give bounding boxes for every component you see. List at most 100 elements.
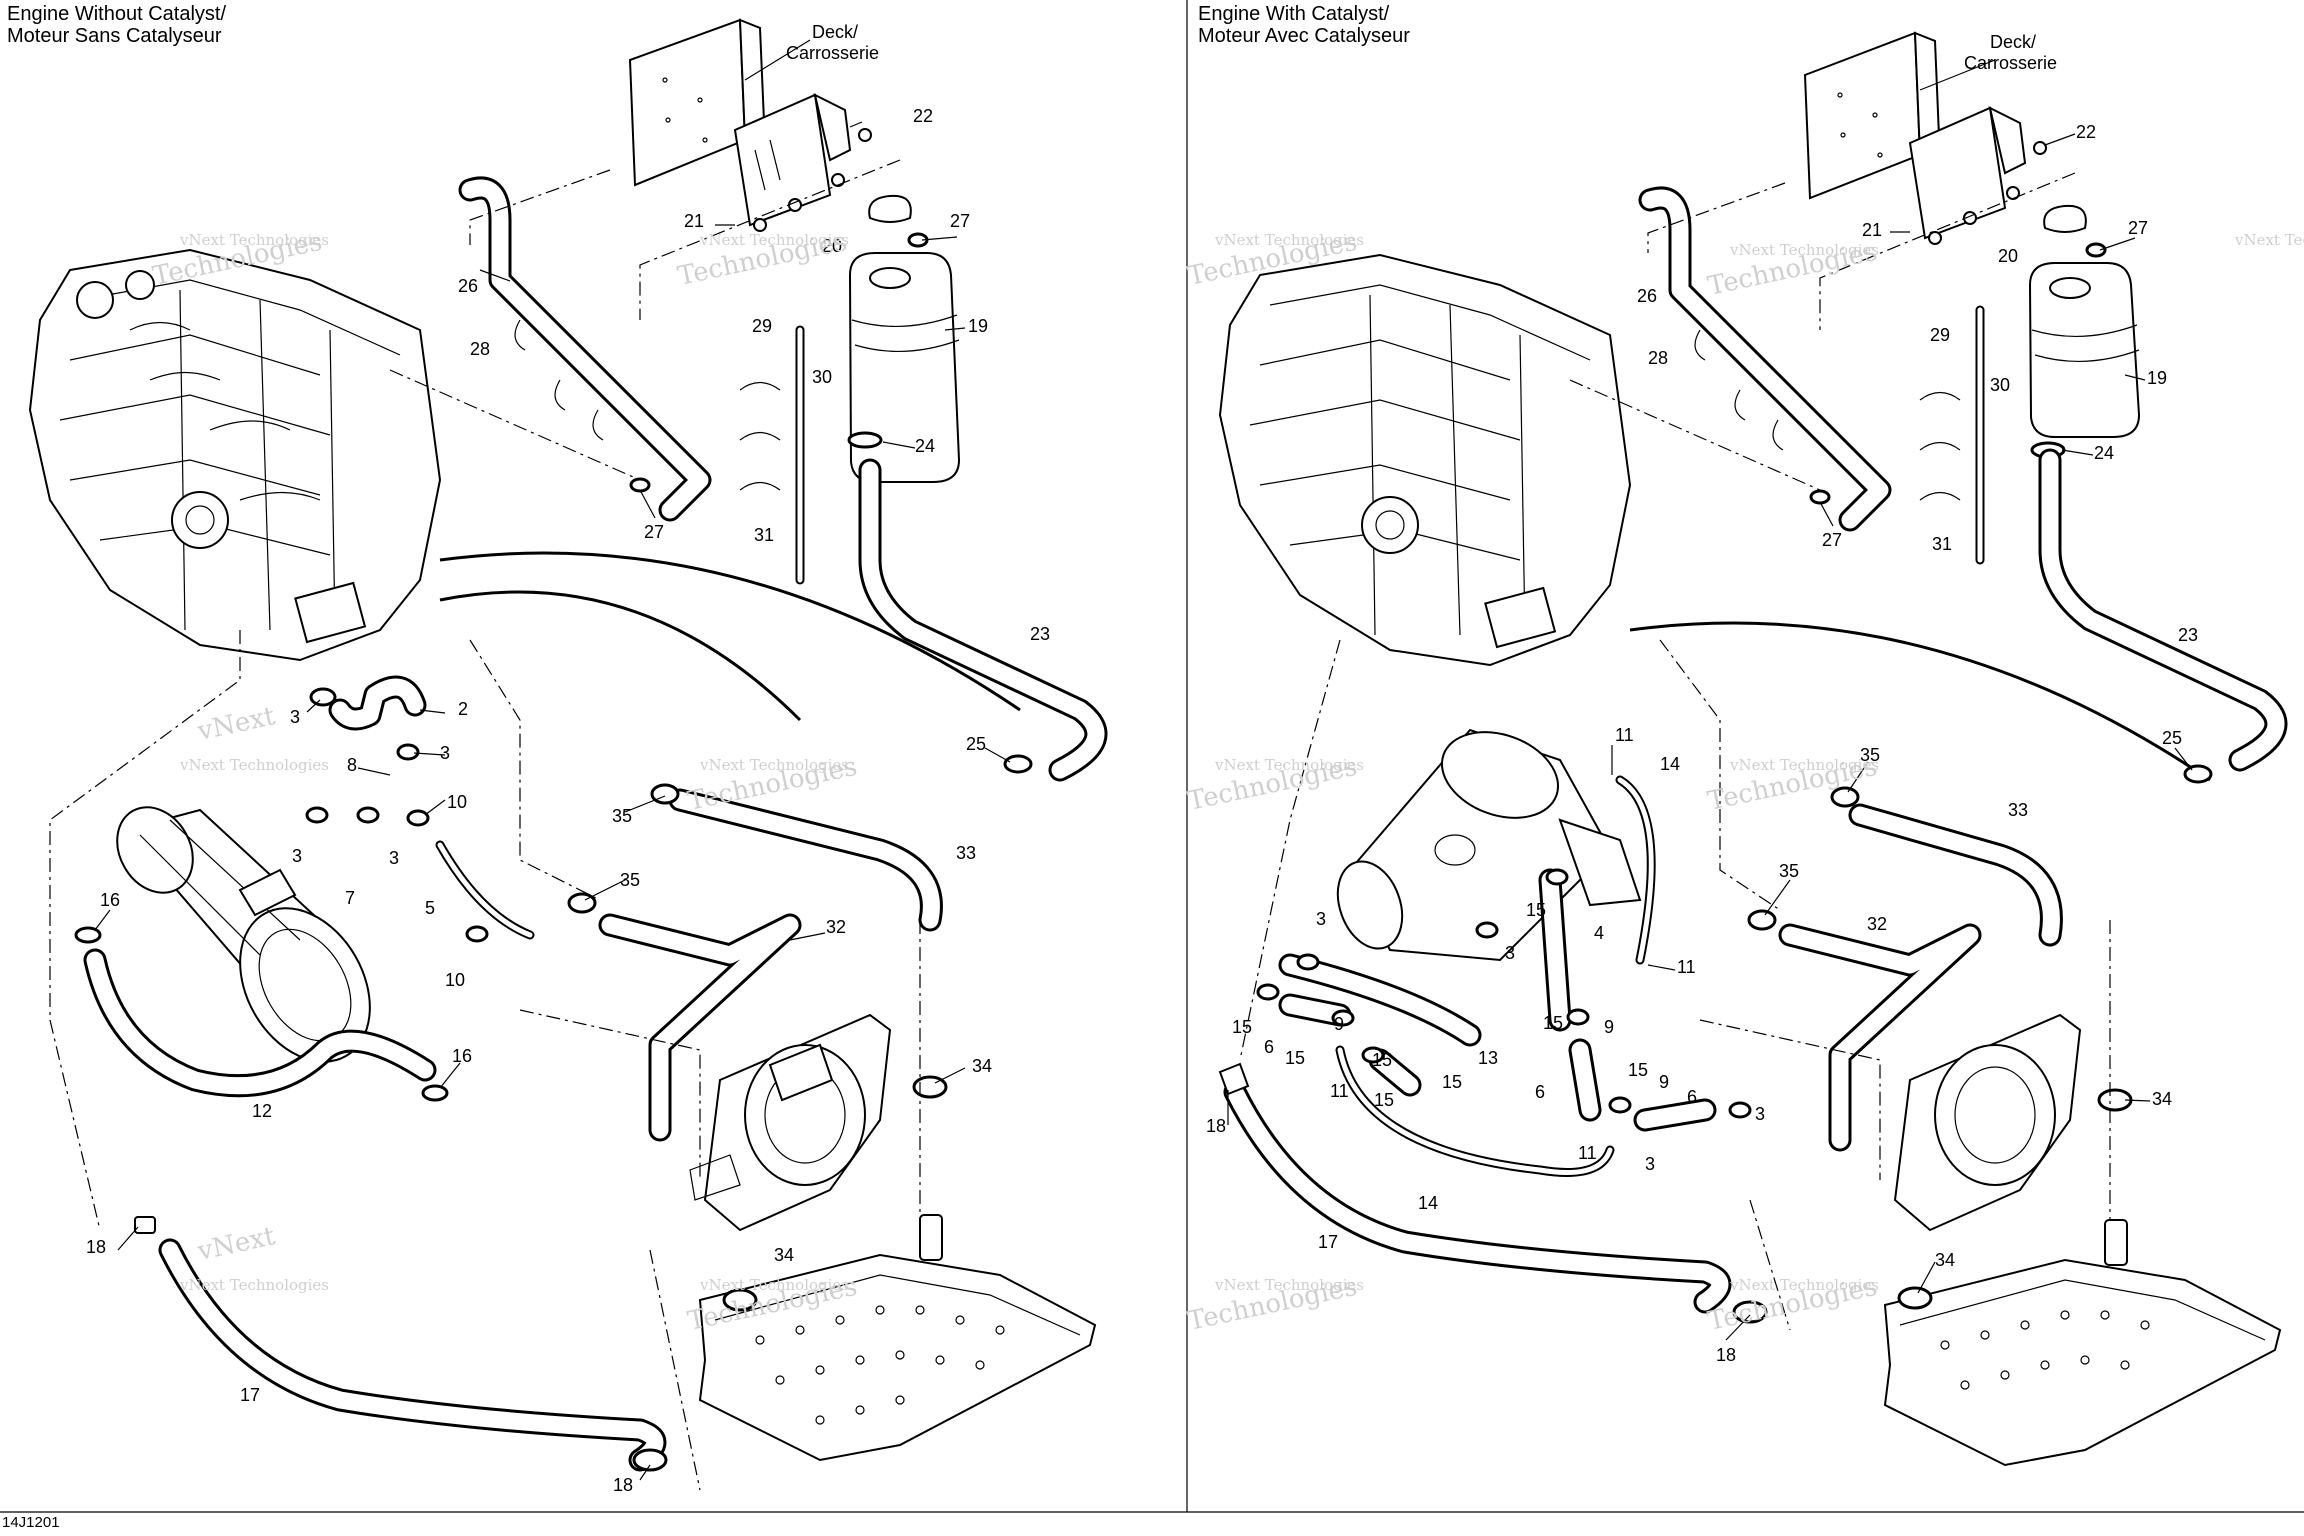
watermark-text: vNext Technologies [1214, 231, 1364, 249]
watermark-text: vNext Technologies [699, 231, 849, 249]
watermark-text: vNext Technologies [1729, 1276, 1879, 1294]
callout: 29 [1930, 325, 1950, 345]
watermark-text: vNext Technologies [699, 756, 849, 774]
coolant-reservoir [847, 194, 961, 483]
callout: 9 [1334, 1014, 1344, 1034]
callout: 5 [425, 898, 435, 918]
callout: 19 [2147, 368, 2167, 388]
callout: 31 [754, 525, 774, 545]
callout: 30 [812, 367, 832, 387]
callout: 3 [1505, 943, 1515, 963]
bracket [733, 93, 872, 232]
callout: 17 [240, 1385, 260, 1405]
callout: 25 [2162, 728, 2182, 748]
deck-label-right-fr: Carrosserie [1964, 53, 2057, 73]
callout: 24 [2094, 443, 2114, 463]
callout: 15 [1442, 1072, 1462, 1092]
bracket [1908, 106, 2047, 245]
callout: 31 [1932, 534, 1952, 554]
callout: 26 [458, 276, 478, 296]
callout: 3 [1645, 1154, 1655, 1174]
callout: 19 [968, 316, 988, 336]
assembly-lines-right [1239, 172, 2111, 1331]
callout: 15 [1374, 1090, 1394, 1110]
callout: 9 [1659, 1072, 1669, 1092]
callout: 18 [613, 1475, 633, 1495]
callout: 14 [1418, 1193, 1438, 1213]
callout: 21 [684, 211, 704, 231]
callout: 26 [1637, 286, 1657, 306]
callout: 14 [1660, 754, 1680, 774]
hoses-right [1223, 186, 2288, 1314]
callout: 28 [1648, 348, 1668, 368]
callout: 27 [2128, 218, 2148, 238]
deck-panel [1803, 31, 1942, 200]
watermark-text: vNext Technologies [699, 1276, 849, 1294]
callout: 29 [752, 316, 772, 336]
callout: 35 [1779, 861, 1799, 881]
panel-title-right-fr: Moteur Avec Catalyseur [1198, 25, 1410, 47]
right-panel-artwork: 22 27 21 20 26 29 19 28 30 24 27 31 23 1… [1206, 31, 2288, 1467]
callout: 9 [1604, 1017, 1614, 1037]
ride-plate [698, 1214, 1097, 1462]
callout: 15 [1232, 1017, 1252, 1037]
callout: 34 [1935, 1250, 1955, 1270]
watermark-text: vNext Technologies [1214, 1276, 1364, 1294]
watermark-text: vNext Technologies [179, 756, 329, 774]
callout: 11 [1578, 1143, 1597, 1163]
callout: 8 [347, 755, 357, 775]
callout: 7 [345, 888, 355, 908]
callout: 15 [1372, 1050, 1392, 1070]
callout: 17 [1318, 1232, 1338, 1252]
callout: 35 [1860, 745, 1880, 765]
callout: 3 [1755, 1104, 1765, 1124]
callout: 22 [913, 106, 933, 126]
callout: 20 [1998, 246, 2018, 266]
assembly-lines-left [49, 159, 921, 1491]
callout: 23 [1030, 624, 1050, 644]
callout: 15 [1285, 1048, 1305, 1068]
callout: 15 [1526, 900, 1546, 920]
callout: 3 [292, 846, 302, 866]
callout: 12 [252, 1101, 272, 1121]
callout: 6 [1535, 1082, 1545, 1102]
left-panel-artwork: 22 21 20 27 26 29 19 28 30 24 27 31 23 3… [28, 18, 1108, 1495]
callout: 27 [644, 522, 664, 542]
callouts-right: 22 27 21 20 26 29 19 28 30 24 27 31 23 1… [1206, 122, 2198, 1365]
leaders-left [94, 39, 1011, 1481]
callout: 6 [1687, 1087, 1697, 1107]
callout: 34 [972, 1056, 992, 1076]
callout: 4 [1594, 923, 1604, 943]
deck-label-left-fr: Carrosserie [786, 43, 879, 63]
panel-title-right: Engine With Catalyst/ Moteur Avec Cataly… [1198, 3, 1410, 47]
callout: 35 [612, 806, 632, 826]
deck-label-right-en: Deck/ [1990, 32, 2036, 52]
clamps-right [1218, 329, 2213, 1324]
callout: 27 [950, 211, 970, 231]
callout: 18 [1206, 1116, 1226, 1136]
callout: 18 [86, 1237, 106, 1257]
callout: 22 [2076, 122, 2096, 142]
callout: 3 [1316, 909, 1326, 929]
callout: 35 [620, 870, 640, 890]
callout: 18 [1716, 1345, 1736, 1365]
deck-label-left-en: Deck/ [812, 22, 858, 42]
engine-block [28, 248, 442, 662]
watermark-text: vNext Technologies [1729, 241, 1879, 259]
callout: 11 [1615, 725, 1634, 745]
jet-pump [1893, 1013, 2082, 1232]
watermark-text: vNext Technologies [1729, 756, 1879, 774]
callout: 25 [966, 734, 986, 754]
callout: 13 [1478, 1048, 1498, 1068]
watermark-text: vNext Technologies [179, 1276, 329, 1294]
callout: 32 [826, 917, 846, 937]
panel-title-left-en: Engine Without Catalyst/ [7, 3, 226, 25]
callout: 33 [2008, 800, 2028, 820]
callout: 3 [440, 743, 450, 763]
callout: 2 [458, 699, 468, 719]
watermark-text: vNext [194, 1221, 278, 1267]
callout: 34 [774, 1245, 794, 1265]
callout: 3 [290, 707, 300, 727]
callout: 11 [1330, 1081, 1349, 1101]
callout: 23 [2178, 625, 2198, 645]
